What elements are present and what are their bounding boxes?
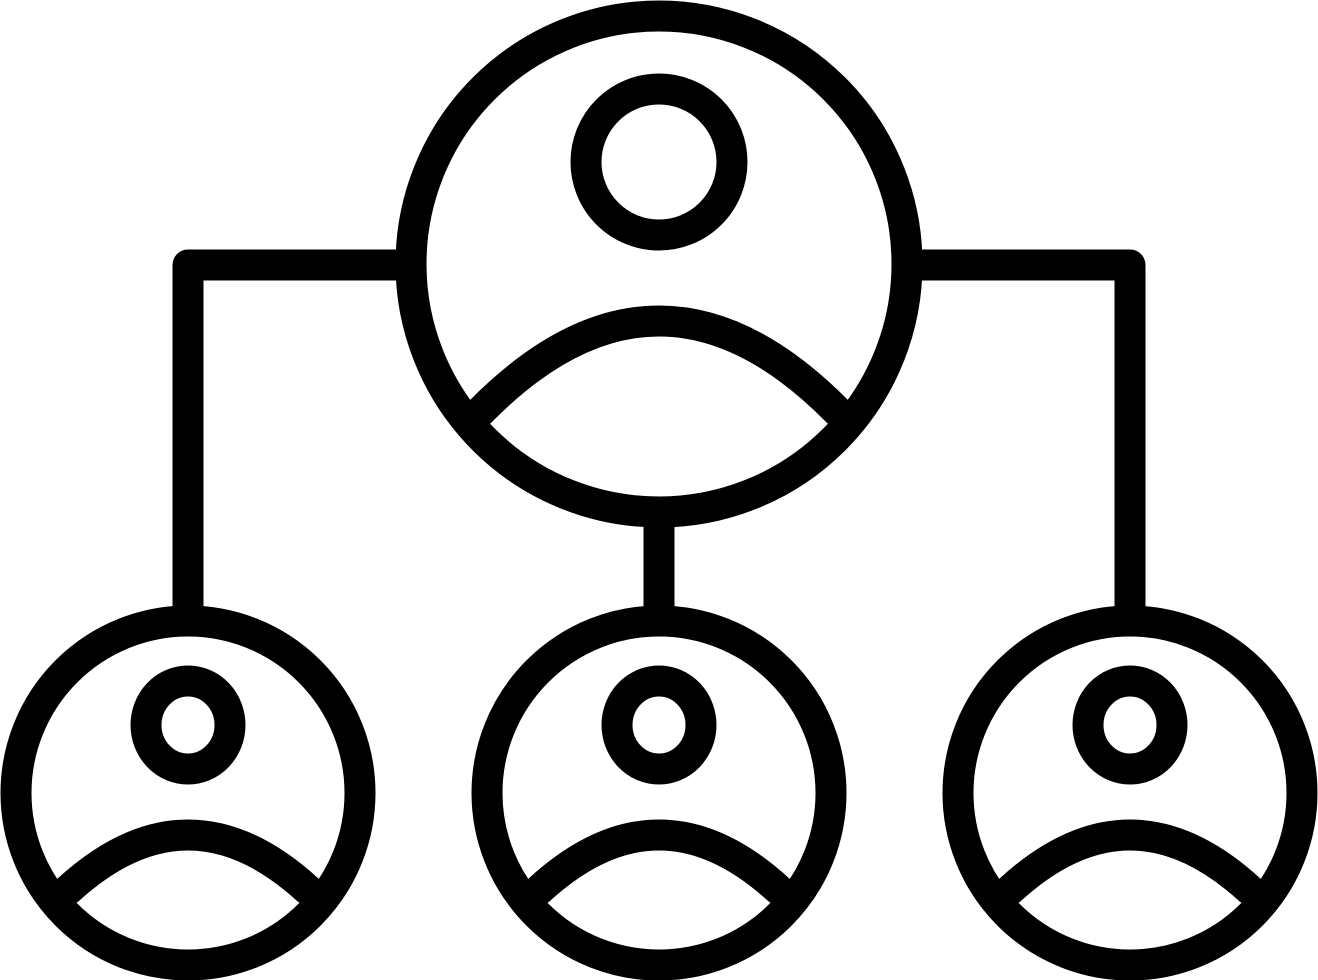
connector-top-to-left [172,249,426,626]
node-top-user-icon [395,0,923,528]
node-right-shoulders [994,819,1266,906]
node-top-head-icon [570,73,748,251]
node-right-user-icon [942,605,1318,980]
node-middle-head-icon [601,665,717,785]
node-left-shoulders [52,819,324,906]
node-middle-shoulders [523,819,795,906]
node-middle-user-icon [471,605,847,980]
node-left-user-icon [0,605,376,980]
node-top-ring [395,0,923,528]
node-left-ring [0,605,376,980]
connector-top-to-right [892,249,1146,626]
node-right-head-icon [1072,665,1188,785]
node-middle-ring [471,605,847,980]
node-left-head-icon [130,665,246,785]
node-top-shoulders [464,305,854,428]
connector-lines [172,249,1146,626]
node-right-ring [942,605,1318,980]
